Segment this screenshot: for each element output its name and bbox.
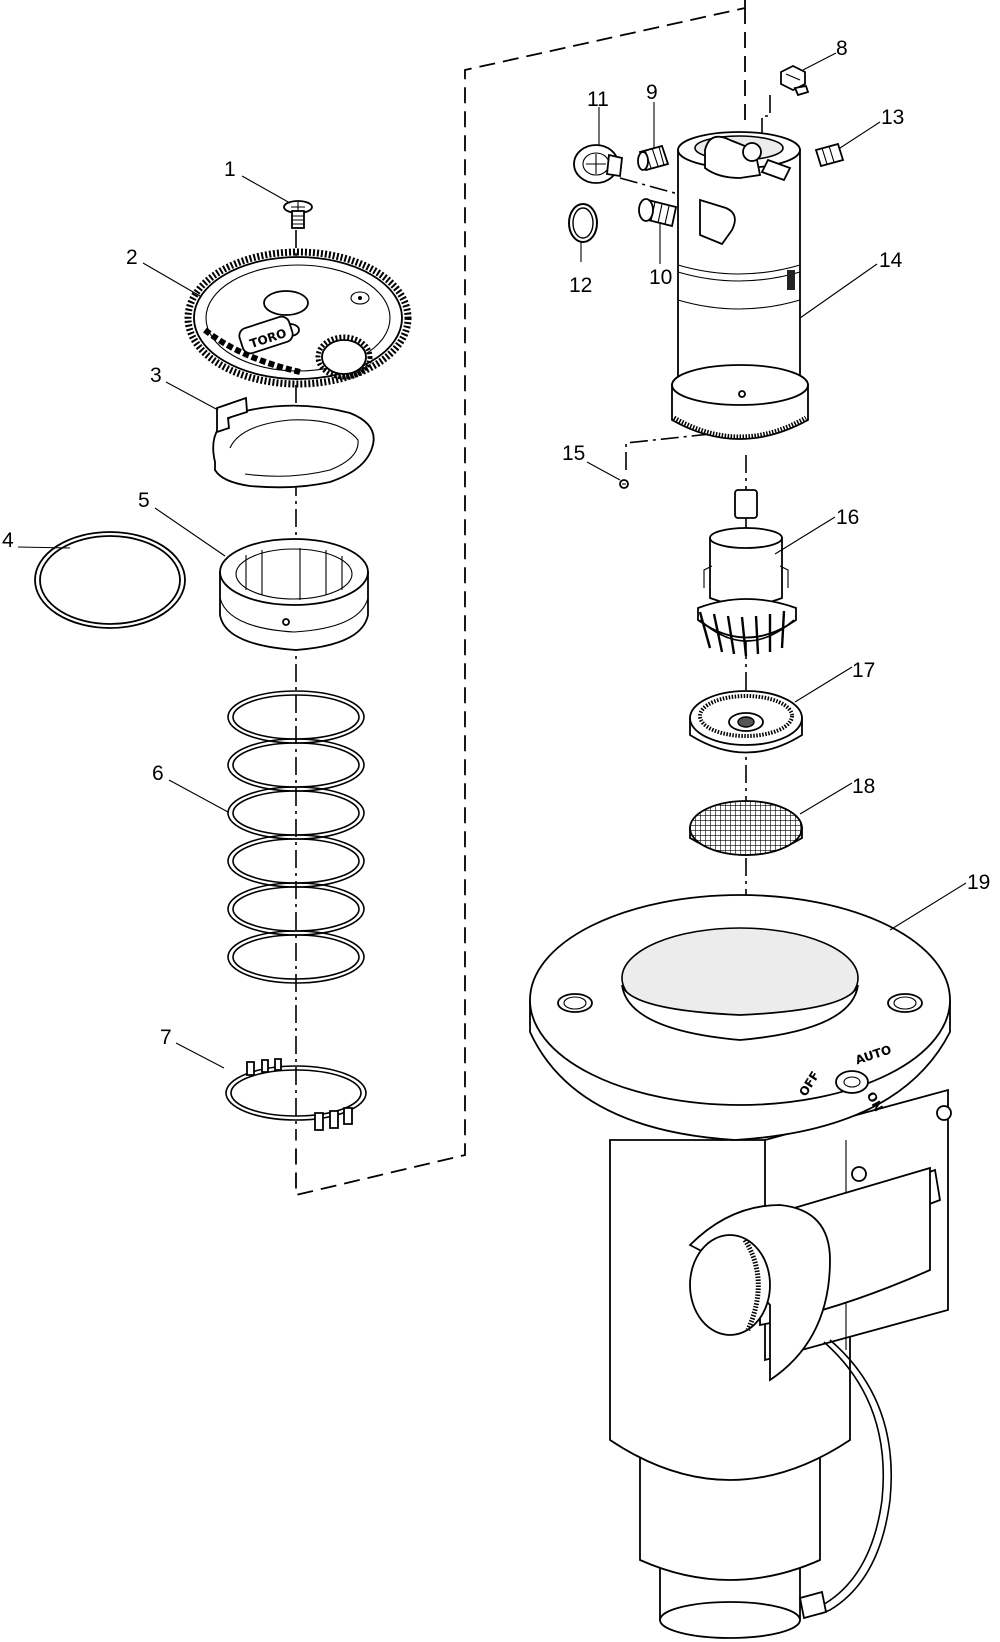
part-18-screen <box>689 800 803 856</box>
callout-14: 14 <box>879 249 903 272</box>
part-4-o-ring <box>34 531 186 629</box>
part-2-arc-gear: TORO <box>184 248 412 388</box>
callout-16: 16 <box>836 506 859 529</box>
part-15-tiny-screw <box>619 479 629 489</box>
part-3-split-ring <box>212 396 375 489</box>
callout-5: 5 <box>138 489 150 512</box>
callout-9: 9 <box>646 81 658 104</box>
part-5-retainer-ring <box>219 538 369 651</box>
callout-19: 19 <box>967 871 990 894</box>
callout-17: 17 <box>852 659 875 682</box>
part-17-stator <box>689 690 803 754</box>
part-14-nozzle-housing <box>671 131 809 440</box>
callout-2: 2 <box>126 246 138 269</box>
callout-15: 15 <box>562 442 585 465</box>
callout-10: 10 <box>649 266 672 289</box>
part-16-drive-assembly <box>697 489 797 657</box>
callout-7: 7 <box>160 1026 172 1049</box>
part-12-small-o-ring <box>568 203 598 243</box>
part-1-screw <box>283 200 313 229</box>
part-7-clip-ring <box>225 1058 367 1131</box>
callout-4: 4 <box>2 529 14 552</box>
part-19-case-body: OFF AUTO ON <box>529 894 952 1639</box>
callout-11: 11 <box>587 88 609 111</box>
callout-6: 6 <box>152 762 164 785</box>
part-10-nozzle <box>638 198 678 228</box>
callout-12: 12 <box>569 274 592 297</box>
callout-18: 18 <box>852 775 875 798</box>
part-9-plug <box>637 144 670 172</box>
part-13-set-screw <box>814 142 845 168</box>
part-6-spring <box>227 690 365 984</box>
callout-8: 8 <box>836 37 848 60</box>
callout-leaders <box>17 52 967 1069</box>
part-8-fitting <box>780 64 810 97</box>
callout-numbers: 1 2 3 4 5 6 7 8 9 10 11 12 13 14 15 16 1… <box>2 37 990 1049</box>
callout-3: 3 <box>150 364 162 387</box>
callout-1: 1 <box>224 158 236 181</box>
part-11-nozzle-plug <box>573 144 623 184</box>
callout-13: 13 <box>881 106 904 129</box>
